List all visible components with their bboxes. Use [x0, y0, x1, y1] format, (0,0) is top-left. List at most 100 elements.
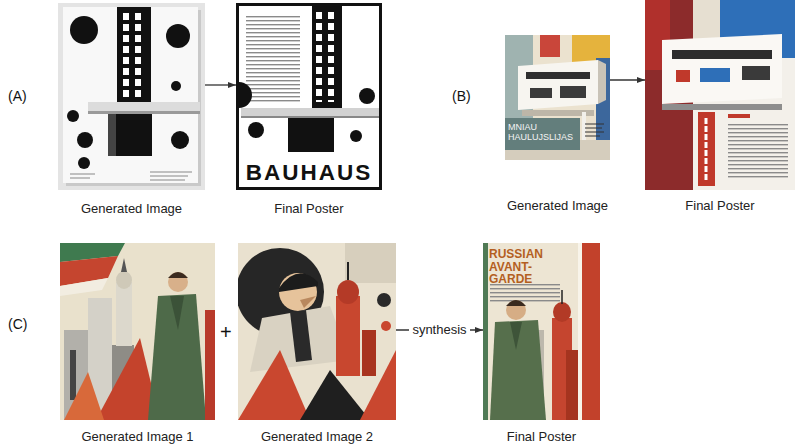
bauhaus-generated-image-part — [58, 3, 205, 190]
avant-garde-final-poster-part — [510, 322, 522, 350]
avant-garde-final-poster-part — [553, 302, 571, 322]
avant-garde-generated-image-1-part — [64, 372, 104, 420]
avant-garde-generated-image-2-part — [279, 273, 317, 311]
bauhaus-final-poster — [238, 5, 381, 189]
avant-garde-generated-image-2-part — [337, 280, 359, 304]
modernist-generated-image-part — [505, 35, 610, 160]
panel-letter: (B) — [452, 88, 471, 105]
image-panel: MNIAU HAULUJSLIJASGenerated Image — [505, 35, 610, 216]
modernist-final-poster-part — [676, 70, 690, 82]
avant-garde-generated-image-2-part — [238, 350, 310, 420]
avant-garde-final-poster — [483, 243, 600, 420]
edge-label: synthesis — [409, 322, 469, 338]
avant-garde-generated-image-1-part — [168, 272, 188, 292]
modernist-final-poster-part — [728, 114, 750, 118]
modernist-final-poster-part — [662, 34, 782, 104]
avant-garde-generated-image-2-part — [377, 293, 391, 307]
bauhaus-generated-image-part — [88, 111, 200, 114]
image-panel: Generated Image 2 — [238, 243, 396, 447]
modernist-generated-image-part — [505, 118, 580, 150]
image-panel: Final Poster — [645, 0, 795, 216]
avant-garde-final-poster-part — [566, 350, 578, 420]
bauhaus-generated-image — [58, 3, 205, 190]
poster-title: MNIAU HAULUJSLIJAS — [508, 122, 580, 143]
modernist-final-poster-part — [662, 104, 782, 110]
modernist-final-poster-part — [705, 118, 708, 180]
avant-garde-final-poster-part — [578, 243, 582, 420]
bauhaus-generated-image-part — [121, 12, 147, 98]
avant-garde-generated-image-1-part — [168, 272, 188, 278]
avant-garde-generated-image-2-part — [362, 330, 376, 376]
modernist-generated-image-part — [526, 72, 590, 79]
avant-garde-generated-image-2-part — [300, 370, 370, 420]
avant-garde-final-poster-part — [506, 300, 526, 320]
avant-garde-generated-image-1-part — [148, 294, 206, 420]
bauhaus-final-poster-part — [316, 12, 338, 102]
image-panel: BAUHAUSFinal Poster — [236, 3, 382, 219]
avant-garde-final-poster-part — [490, 284, 560, 302]
modernist-final-poster-part — [645, 0, 795, 190]
avant-garde-generated-image-1-part — [60, 278, 108, 296]
poster-title: RUSSIAN AVANT-GARDE — [489, 248, 575, 286]
avant-garde-final-poster-part — [483, 243, 488, 420]
bauhaus-final-poster-part — [246, 14, 300, 102]
avant-garde-generated-image-1-part — [70, 350, 76, 400]
avant-garde-generated-image-2-part — [300, 296, 316, 308]
modernist-generated-image — [505, 35, 610, 160]
modernist-final-poster-part — [693, 0, 720, 42]
bauhaus-generated-image-part — [70, 16, 98, 44]
avant-garde-generated-image-1-part — [121, 258, 127, 272]
bauhaus-generated-image-part — [78, 157, 90, 169]
bauhaus-generated-image-part — [77, 132, 93, 148]
bauhaus-generated-image-part — [108, 114, 116, 156]
image-caption: Final Poster — [507, 429, 576, 445]
modernist-generated-image-part — [518, 60, 598, 110]
image-panel: Generated Image 1 — [60, 243, 215, 447]
bauhaus-final-poster-part — [241, 116, 379, 118]
avant-garde-generated-image-2-part — [347, 262, 349, 280]
bauhaus-generated-image-part — [63, 7, 198, 183]
modernist-final-poster-part — [698, 112, 715, 186]
bauhaus-final-poster-part — [359, 88, 375, 104]
bauhaus-final-poster-part — [239, 82, 252, 108]
image-caption: Final Poster — [685, 198, 754, 214]
avant-garde-generated-image-2-part — [290, 310, 312, 362]
modernist-generated-image-part — [585, 124, 604, 136]
avant-garde-generated-image-2-part — [345, 243, 396, 283]
bauhaus-final-poster-part — [312, 6, 342, 110]
avant-garde-generated-image-1-part — [170, 296, 184, 330]
avant-garde-generated-image-2 — [238, 243, 396, 420]
bauhaus-generated-image-part — [166, 24, 190, 48]
modernist-generated-image-part — [560, 86, 586, 98]
avant-garde-final-poster-part — [506, 300, 526, 306]
bauhaus-generated-image-part — [70, 172, 192, 180]
modernist-final-poster-part — [700, 68, 730, 82]
image-caption: Generated Image — [81, 201, 182, 217]
panel-letter: (C) — [8, 316, 27, 333]
modernist-generated-image-part — [530, 88, 552, 98]
panel-letter: (A) — [8, 88, 27, 105]
bauhaus-generated-image-part — [117, 7, 151, 103]
avant-garde-final-poster-part — [483, 243, 600, 420]
poster-title: BAUHAUS — [246, 159, 373, 186]
flow-arrow — [610, 79, 645, 80]
avant-garde-generated-image-2-part — [250, 306, 350, 372]
bauhaus-final-poster-part — [288, 118, 334, 152]
bauhaus-generated-image-part — [171, 131, 189, 149]
image-caption: Generated Image 1 — [81, 429, 193, 445]
bauhaus-final-poster-part — [241, 108, 379, 116]
avant-garde-generated-image-1-part — [116, 282, 132, 346]
modernist-generated-image-part — [540, 35, 560, 57]
bauhaus-generated-image-part — [108, 114, 152, 156]
bauhaus-final-poster-part — [350, 130, 362, 142]
avant-garde-generated-image-2-part — [381, 321, 391, 331]
avant-garde-generated-image-1-part — [116, 271, 132, 289]
avant-garde-generated-image-1-part — [205, 310, 215, 420]
plus-sign: + — [220, 320, 232, 344]
avant-garde-generated-image-2-part — [279, 273, 318, 292]
image-panel: RUSSIAN AVANT-GARDE Final Poster — [483, 243, 600, 447]
bauhaus-final-poster-part — [248, 122, 264, 138]
